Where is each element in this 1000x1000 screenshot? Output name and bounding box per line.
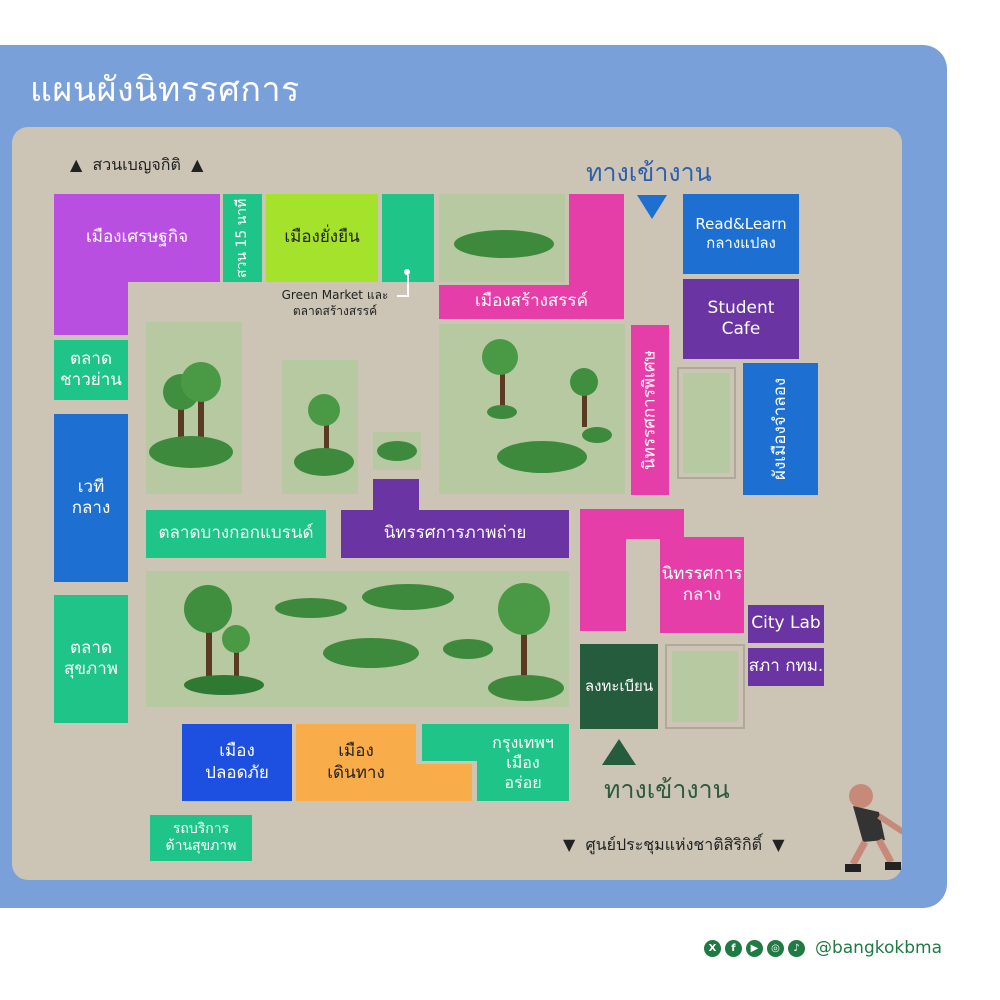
zone-central-exhibition-notch xyxy=(660,509,684,539)
zone-city-lab[interactable]: City Lab xyxy=(748,605,824,643)
tree-cluster-icon xyxy=(149,362,233,468)
zone-sustainable[interactable]: เมืองยั่งยืน xyxy=(266,194,378,282)
zone-creative[interactable]: เมืองสร้างสรรค์ xyxy=(439,285,624,319)
convention-label: ▼ ศูนย์ประชุมแห่งชาติสิริกิติ์ ▼ xyxy=(563,833,785,858)
park-fill xyxy=(672,651,738,722)
entrance-arrow-down-icon xyxy=(637,195,667,219)
zone-health-market[interactable]: ตลาด สุขภาพ xyxy=(54,595,128,723)
social-handle[interactable]: @bangkokbma xyxy=(814,938,942,958)
zone-student-cafe[interactable]: Student Cafe xyxy=(683,279,799,359)
green-market-label: Green Market และ ตลาดสร้างสรรค์ xyxy=(281,288,389,319)
park-label: ▲ สวนเบญจกิติ ▲ xyxy=(70,153,203,178)
tiktok-icon[interactable]: ♪ xyxy=(787,939,805,957)
shrub-icon xyxy=(454,230,554,258)
zone-photo-exhibition[interactable]: นิทรรศการภาพถ่าย xyxy=(341,510,569,558)
instagram-icon[interactable]: ◎ xyxy=(766,939,784,957)
entrance-top-label: ทางเข้างาน xyxy=(586,158,712,187)
entrance-bottom-label: ทางเข้างาน xyxy=(604,775,730,804)
zone-local-market[interactable]: ตลาด ชาวย่าน xyxy=(54,340,128,400)
x-icon[interactable]: X xyxy=(703,939,721,957)
zone-park-15-minute[interactable]: สวน 15 นาที xyxy=(223,194,262,282)
park-framed-right xyxy=(677,367,736,479)
park-framed-bottom xyxy=(665,644,745,729)
convention-name: ศูนย์ประชุมแห่งชาติสิริกิติ์ xyxy=(585,835,763,854)
zone-green-market[interactable] xyxy=(382,194,434,282)
zone-read-learn[interactable]: Read&Learn กลางแปลง xyxy=(683,194,799,274)
map-area: ▲ สวนเบญจกิติ ▲ ทางเข้างาน เมืองเศรษฐกิจ… xyxy=(12,127,902,880)
park-top-label: สวนเบญจกิติ xyxy=(92,155,181,174)
facebook-icon[interactable]: f xyxy=(724,939,742,957)
zone-economy-extension xyxy=(54,282,128,335)
leader-line xyxy=(397,295,409,297)
up-arrow-icon: ▲ xyxy=(70,155,83,174)
zone-central-stage[interactable]: เวที กลาง xyxy=(54,414,128,582)
zone-food-city[interactable]: กรุงเทพฯ เมือง อร่อย xyxy=(477,724,569,801)
zone-bangkok-brand[interactable]: ตลาดบางกอกแบรนด์ xyxy=(146,510,326,558)
youtube-icon[interactable]: ▶ xyxy=(745,939,763,957)
zone-photo-extension xyxy=(373,479,419,511)
shrub-icon xyxy=(377,441,417,461)
zone-council[interactable]: สภา กทม. xyxy=(748,648,824,686)
zone-central-exhibition-left xyxy=(580,509,626,631)
up-arrow-icon: ▲ xyxy=(191,155,204,174)
entrance-arrow-up-icon xyxy=(602,739,636,765)
footer-social: X f ▶ ◎ ♪ @bangkokbma xyxy=(703,938,942,958)
down-arrow-icon: ▼ xyxy=(772,835,785,854)
zone-safe-city[interactable]: เมือง ปลอดภัย xyxy=(182,724,292,801)
runner-mascot-icon xyxy=(845,784,902,872)
zone-walkable-city[interactable]: เมือง เดินทาง xyxy=(296,724,416,801)
page-title: แผนผังนิทรรศการ xyxy=(30,70,300,110)
tree-icon xyxy=(294,394,354,476)
zone-city-simulation[interactable]: ผังเมืองจำลอง xyxy=(743,363,818,495)
tree-cluster-icon xyxy=(482,339,612,473)
leader-line xyxy=(407,275,409,297)
down-arrow-icon: ▼ xyxy=(563,835,576,854)
marker-dot-icon xyxy=(404,269,410,275)
zone-registration[interactable]: ลงทะเบียน xyxy=(580,644,658,729)
zone-special-exhibition[interactable]: นิทรรศการพิเศษ xyxy=(631,325,669,495)
zone-health-bus[interactable]: รถบริการ ด้านสุขภาพ xyxy=(150,815,252,861)
zone-central-exhibition[interactable]: นิทรรศการ กลาง xyxy=(660,537,744,633)
park-fill xyxy=(683,373,730,473)
zone-economy[interactable]: เมืองเศรษฐกิจ xyxy=(54,194,220,282)
tree-cluster-icon xyxy=(184,583,564,701)
zone-walkable-extension xyxy=(416,764,472,801)
